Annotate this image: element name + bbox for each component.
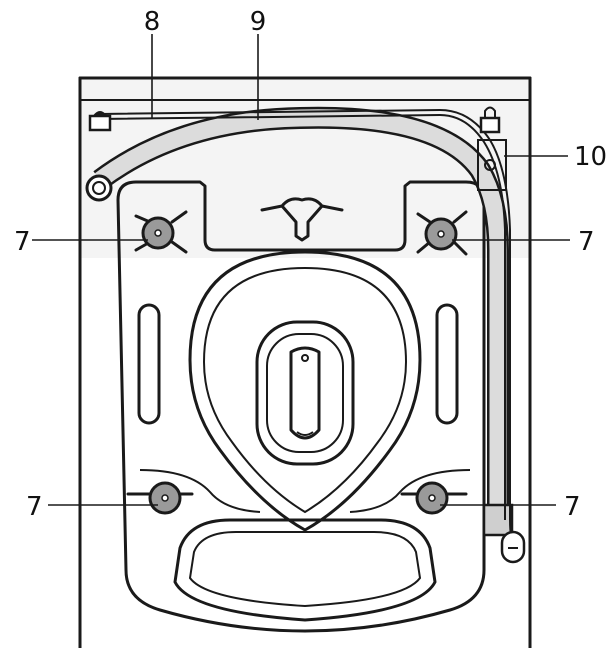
hose-bracket-body <box>477 139 507 191</box>
center-handle <box>289 346 321 440</box>
spacer-upper-right <box>416 210 468 256</box>
bowl-outer <box>188 250 422 532</box>
bottom-recess-outer <box>173 518 437 622</box>
rear-shield <box>116 180 486 633</box>
handle-bottom-mark <box>296 431 314 436</box>
callout-7-upper-left: 7 <box>14 227 31 257</box>
callout-7-lower-right: 7 <box>564 492 581 522</box>
hose-lower-end <box>482 503 514 537</box>
top-bracket <box>260 197 344 242</box>
callout-7-lower-left: 7 <box>26 492 43 522</box>
center-recess-inner <box>266 333 344 453</box>
center-handle-hole <box>301 354 309 362</box>
hose-end <box>85 174 113 202</box>
callout-8: 8 <box>144 7 161 37</box>
hose-clamp-top <box>88 114 112 132</box>
spacer-lower-right <box>400 481 468 515</box>
lower-left-contour <box>139 469 261 513</box>
spacer-upper-left <box>134 210 188 254</box>
bowl-inner <box>202 266 408 514</box>
hose-end-bore <box>92 181 106 195</box>
power-cord <box>88 108 526 564</box>
hose-bracket <box>477 106 507 191</box>
slot-left <box>137 303 161 425</box>
top-right-clamp <box>479 116 501 134</box>
callout-9: 9 <box>250 7 267 37</box>
callout-10: 10 <box>574 142 607 172</box>
lower-right-contour <box>349 469 471 513</box>
slot-right <box>435 303 459 425</box>
leader-lines <box>32 34 570 506</box>
drain-hose <box>85 106 514 537</box>
bottom-recess-inner <box>188 531 422 608</box>
callout-7-upper-right: 7 <box>578 227 595 257</box>
spacer-lower-left <box>126 481 194 515</box>
center-recess-outer <box>255 320 355 466</box>
